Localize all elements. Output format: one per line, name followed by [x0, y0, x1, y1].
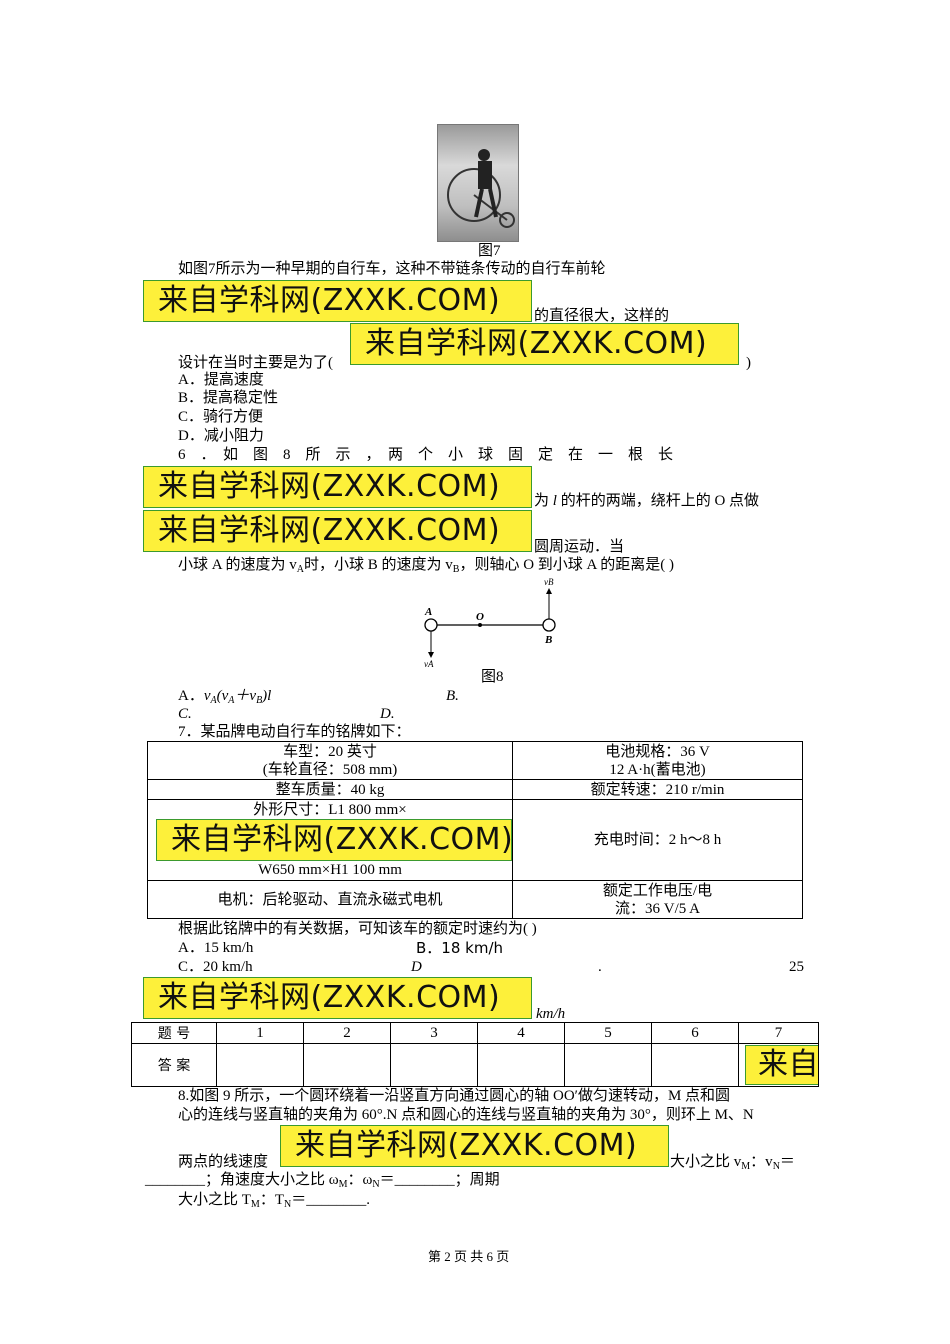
q8-line-3b: 大小之比 vM：vN＝	[670, 1154, 795, 1172]
watermark-4: 来自学科网(ZXXK.COM)	[143, 510, 532, 552]
watermark-8: 来自学科网(ZXXK.COM)	[280, 1125, 669, 1167]
q8-line-1: 8.如图 9 所示，一个圆环绕着一沿竖直方向通过圆心的轴 OO′做匀速转动，M …	[178, 1088, 731, 1104]
q5-line-2: 的直径很大，这样的	[534, 308, 670, 324]
answer-number: 4	[477, 1022, 565, 1044]
figure-8-caption: 图8	[481, 669, 504, 685]
spec-model: 车型：20 英寸(车轮直径：508 mm)	[147, 741, 513, 780]
q7-intro: 7．某品牌电动自行车的铭牌如下：	[178, 724, 411, 740]
q7-option-d-unit: km/h	[536, 1006, 566, 1022]
answer-number: 7	[738, 1022, 819, 1044]
q6-option-b: B.	[446, 688, 459, 704]
figure-7-caption: 图7	[478, 243, 501, 259]
q7-option-d-label: D	[411, 959, 422, 975]
penny-farthing-image	[447, 149, 515, 228]
watermark-2: 来自学科网(ZXXK.COM)	[350, 323, 739, 365]
answer-cell[interactable]	[477, 1043, 565, 1087]
ball-a	[424, 618, 438, 632]
q8-line-5: 大小之比 TM：TN＝________.	[178, 1192, 370, 1210]
spec-mass: 整车质量：40 kg	[147, 779, 513, 800]
q6-line-3: 圆周运动．当	[534, 539, 625, 555]
q7-option-a: A．15 km/h	[178, 940, 254, 956]
label-o: O	[476, 611, 484, 623]
answer-cell[interactable]: 来自学科网(ZXXK.COM)	[738, 1043, 819, 1087]
q6-option-c: C.	[178, 706, 192, 722]
watermark-1: 来自学科网(ZXXK.COM)	[143, 280, 532, 322]
q7-question: 根据此铭牌中的有关数据，可知该车的额定时速约为( )	[178, 921, 537, 937]
watermark-5: 来自学科网(ZXXK.COM)	[156, 819, 512, 861]
q5-line-3b: )	[746, 355, 751, 371]
q5-option-d: D．减小阻力	[178, 428, 264, 444]
q8-line-4: ________；角速度大小之比 ωM：ωN＝________；周期	[145, 1172, 500, 1190]
spec-motor: 电机：后轮驱动、直流永磁式电机	[147, 880, 513, 919]
spec-charge-time: 充电时间：2 h～8 h	[512, 799, 803, 881]
answer-table: 题 号 1 2 3 4 5 6 7 答 案 来自学科网(ZXXK.COM)	[131, 1022, 819, 1087]
ball-b	[542, 618, 556, 632]
figure-8-rod-diagram: A O B vA vB	[424, 577, 556, 668]
watermark-6: 来自学科网(ZXXK.COM)	[143, 977, 532, 1019]
q5-option-b: B．提高稳定性	[178, 390, 279, 406]
answer-header-label: 题 号	[131, 1022, 217, 1044]
q8-line-3a: 两点的线速度	[178, 1154, 269, 1170]
page-footer: 第 2 页 共 6 页	[428, 1249, 510, 1264]
label-vb: vB	[544, 577, 554, 587]
spec-voltage: 额定工作电压/电流：36 V/5 A	[512, 880, 803, 919]
q7-option-d-dot: .	[598, 959, 602, 975]
answer-cell[interactable]	[390, 1043, 478, 1087]
q7-option-c: C．20 km/h	[178, 959, 253, 975]
q6-option-a: A．vA(vA＋vB)l	[178, 688, 272, 706]
q5-line-1: 如图7所示为一种早期的自行车，这种不带链条传动的自行车前轮	[178, 261, 606, 277]
axis-point-o	[478, 623, 482, 627]
answer-number: 1	[216, 1022, 304, 1044]
bicycle-photo	[437, 124, 519, 242]
label-va: vA	[424, 659, 434, 668]
watermark-7: 来自学科网(ZXXK.COM)	[745, 1045, 818, 1085]
answer-cell[interactable]	[651, 1043, 739, 1087]
answer-cell[interactable]	[303, 1043, 391, 1087]
q7-option-d-value: 25	[789, 959, 804, 975]
answer-cell[interactable]	[216, 1043, 304, 1087]
answer-number: 5	[564, 1022, 652, 1044]
watermark-3: 来自学科网(ZXXK.COM)	[143, 466, 532, 508]
q6-line-1: 6 ． 如 图 8 所 示 ， 两 个 小 球 固 定 在 一 根 长	[178, 447, 674, 463]
answer-cell[interactable]	[564, 1043, 652, 1087]
answer-number: 2	[303, 1022, 391, 1044]
answer-row-label: 答 案	[131, 1043, 217, 1087]
q6-line-2: 为 l 的杆的两端，绕杆上的 O 点做	[534, 493, 760, 509]
label-b: B	[544, 634, 552, 646]
q7-option-b: B．18 km/h	[416, 939, 504, 957]
q8-line-2: 心的连线与竖直轴的夹角为 60°.N 点和圆心的连线与竖直轴的夹角为 30°，则…	[178, 1107, 754, 1123]
q5-line-3a: 设计在当时主要是为了(	[178, 355, 333, 371]
q5-option-a: A．提高速度	[178, 372, 264, 388]
spec-dimensions: 外形尺寸：L1 800 mm× 来自学科网(ZXXK.COM) W650 mm×…	[147, 799, 513, 881]
spec-speed: 额定转速：210 r/min	[512, 779, 803, 800]
answer-number: 6	[651, 1022, 739, 1044]
answer-number: 3	[390, 1022, 478, 1044]
q5-option-c: C．骑行方便	[178, 409, 264, 425]
q6-line-4: 小球 A 的速度为 vA时，小球 B 的速度为 vB，则轴心 O 到小球 A 的…	[178, 557, 675, 575]
label-a: A	[424, 606, 432, 618]
q6-option-d: D.	[380, 706, 395, 722]
